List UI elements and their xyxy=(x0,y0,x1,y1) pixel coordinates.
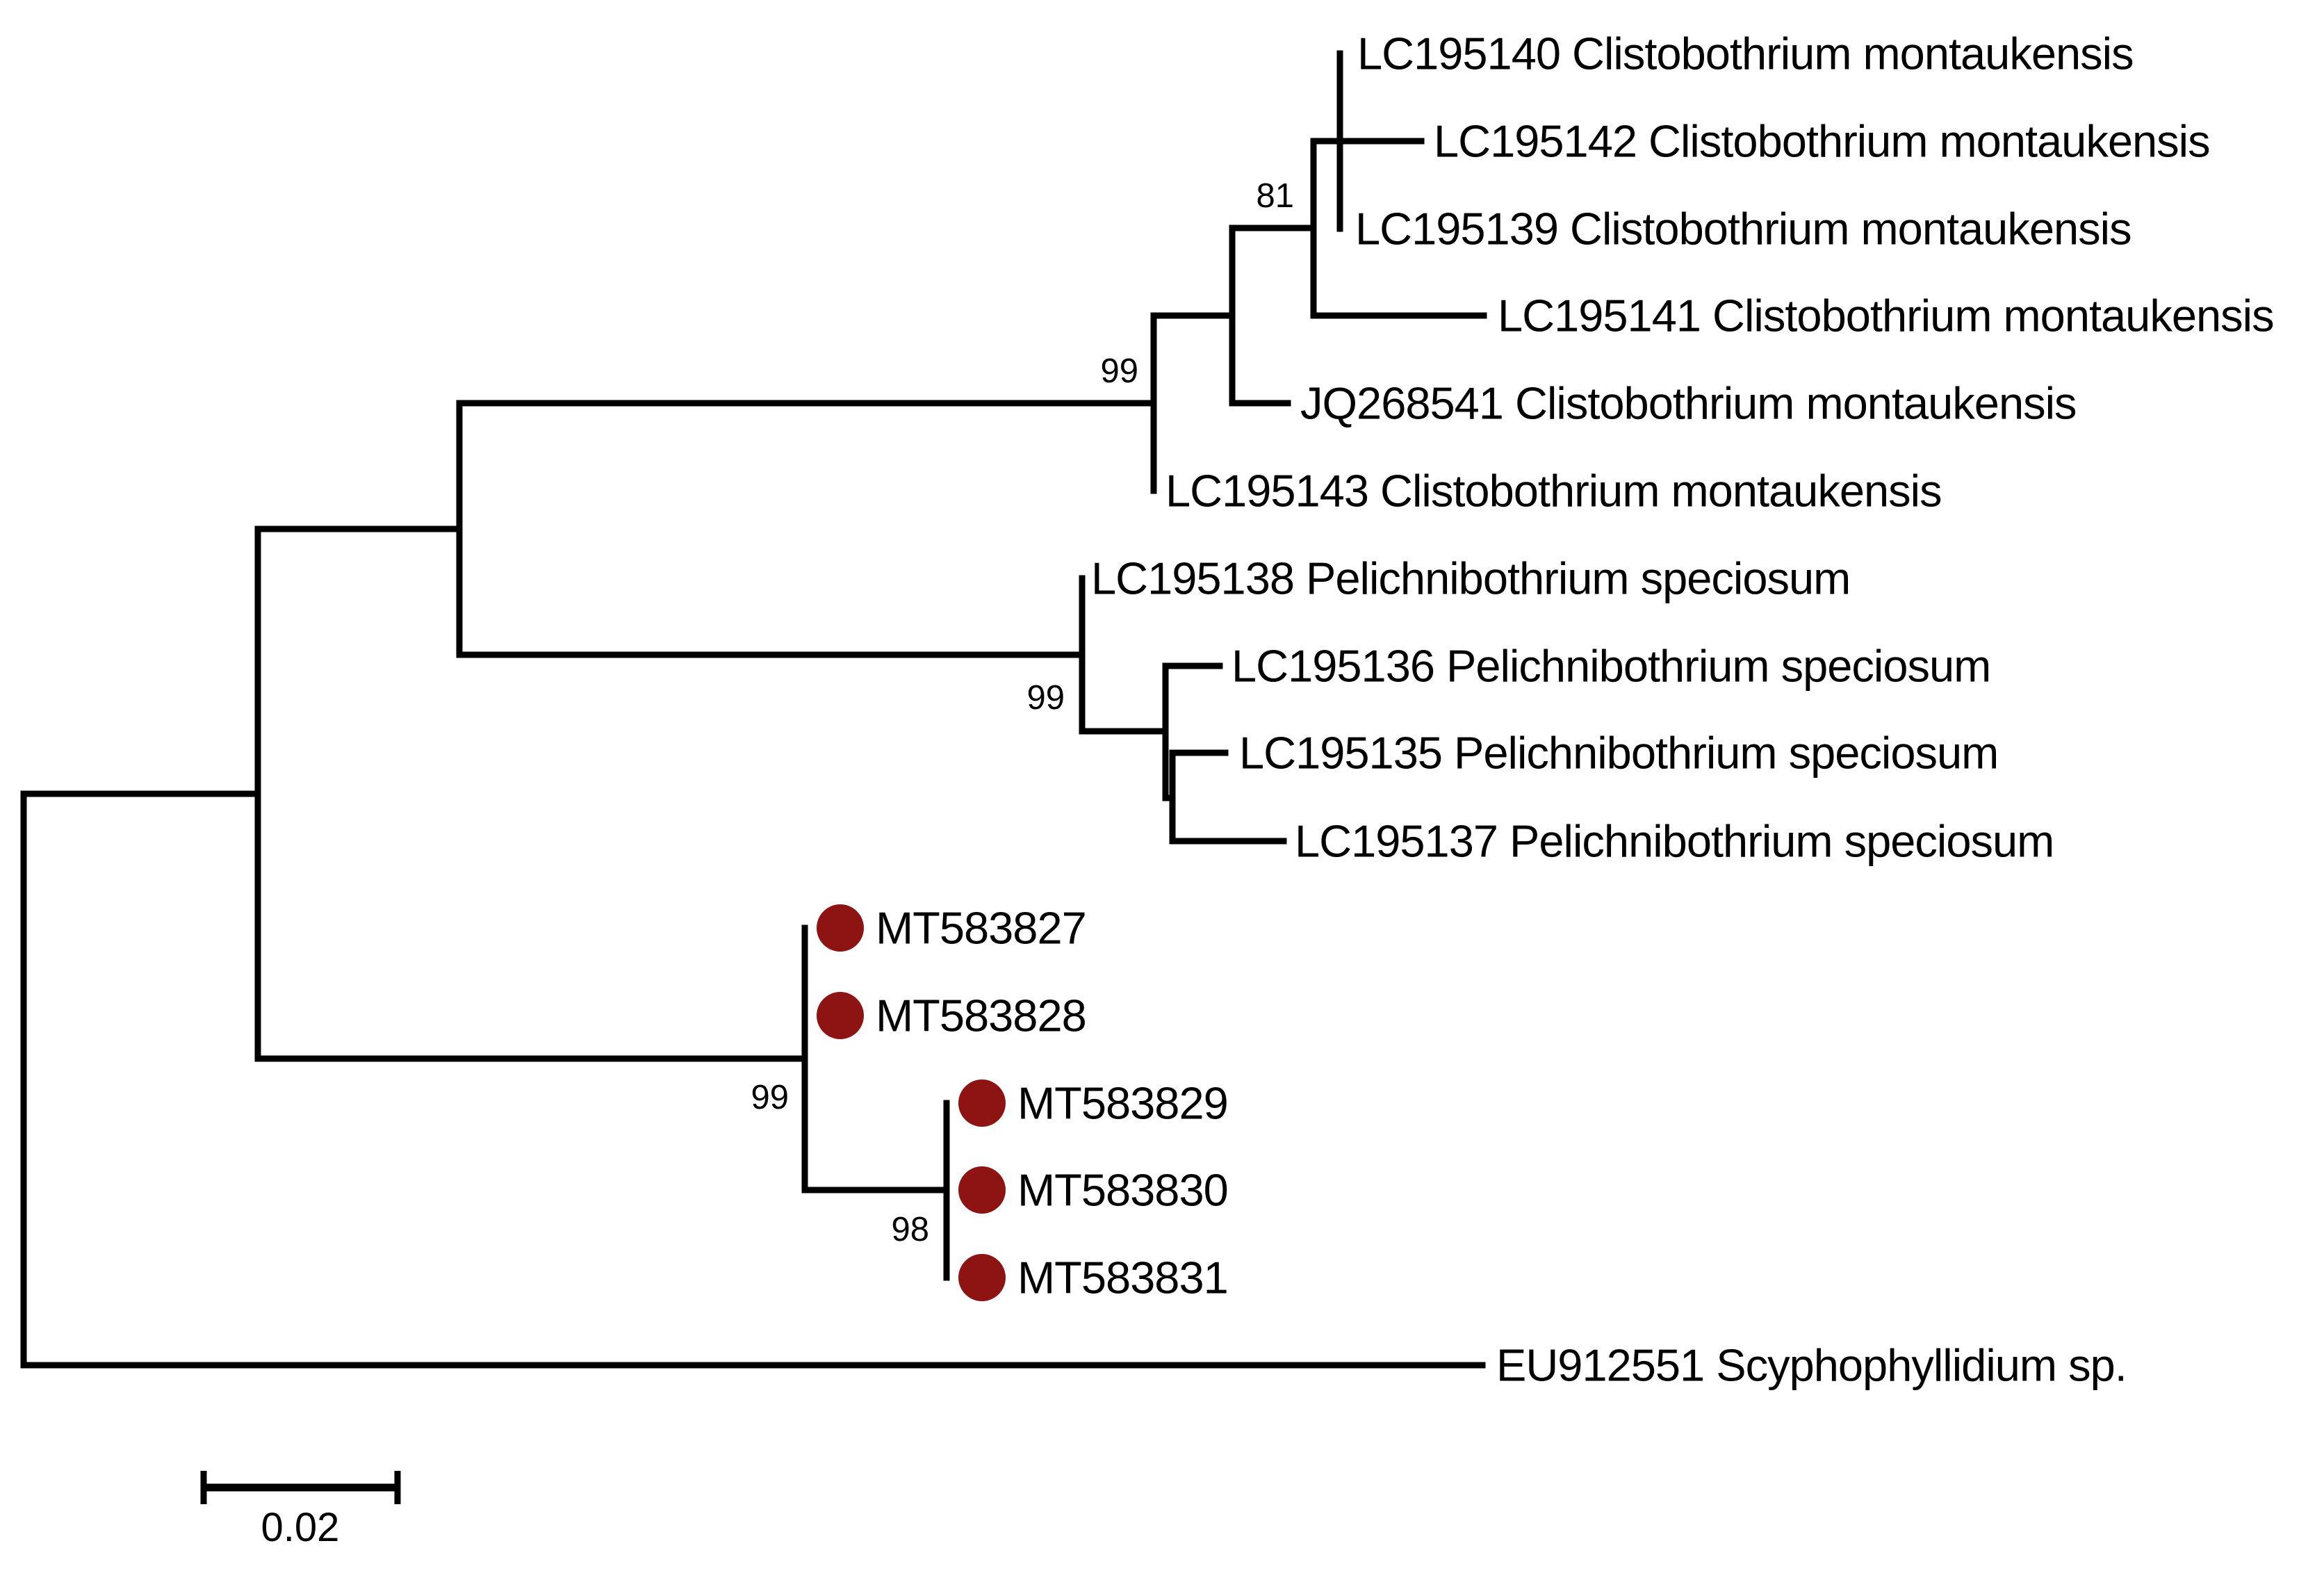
tip-marker-circle-icon xyxy=(958,1254,1006,1301)
taxon-label: LC195143 Clistobothrium montaukensis xyxy=(1165,466,1942,516)
taxon-label: LC195141 Clistobothrium montaukensis xyxy=(1498,291,2274,341)
tip-markers xyxy=(817,904,1006,1301)
support-values: 81 99 99 99 98 xyxy=(751,177,1294,1248)
taxon-label: LC195136 Pelichnibothrium speciosum xyxy=(1231,641,1990,692)
taxon-label: MT583829 xyxy=(1017,1078,1228,1129)
tip-marker-circle-icon xyxy=(817,904,864,952)
taxon-label: LC195142 Clistobothrium montaukensis xyxy=(1434,116,2210,167)
taxon-label: MT583828 xyxy=(876,991,1086,1041)
taxon-label: JQ268541 Clistobothrium montaukensis xyxy=(1300,378,2077,429)
taxon-label: MT583831 xyxy=(1017,1253,1228,1303)
bootstrap-support-label: 99 xyxy=(1026,679,1065,717)
tip-marker-circle-icon xyxy=(958,1079,1006,1127)
taxon-label: EU912551 Scyphophyllidium sp. xyxy=(1496,1340,2127,1391)
taxon-label: LC195135 Pelichnibothrium speciosum xyxy=(1239,728,1998,779)
tip-labels: LC195140 Clistobothrium montaukensisLC19… xyxy=(876,28,2275,1391)
taxon-label: MT583830 xyxy=(1017,1165,1228,1216)
tip-marker-circle-icon xyxy=(817,992,864,1039)
taxon-label: LC195139 Clistobothrium montaukensis xyxy=(1355,204,2131,254)
taxon-label: LC195140 Clistobothrium montaukensis xyxy=(1357,28,2134,79)
bootstrap-support-label: 81 xyxy=(1256,177,1294,215)
bootstrap-support-label: 99 xyxy=(1100,352,1138,390)
scale-bar: 0.02 xyxy=(200,1471,401,1550)
scale-bar-label: 0.02 xyxy=(261,1505,340,1550)
taxon-label: MT583827 xyxy=(876,903,1086,954)
taxon-label: LC195137 Pelichnibothrium speciosum xyxy=(1295,816,2054,867)
tip-marker-circle-icon xyxy=(958,1166,1006,1214)
bootstrap-support-label: 98 xyxy=(891,1211,929,1248)
taxon-label: LC195138 Pelichnibothrium speciosum xyxy=(1091,553,1850,604)
bootstrap-support-label: 99 xyxy=(751,1079,789,1116)
tree-branches xyxy=(20,50,1487,1369)
